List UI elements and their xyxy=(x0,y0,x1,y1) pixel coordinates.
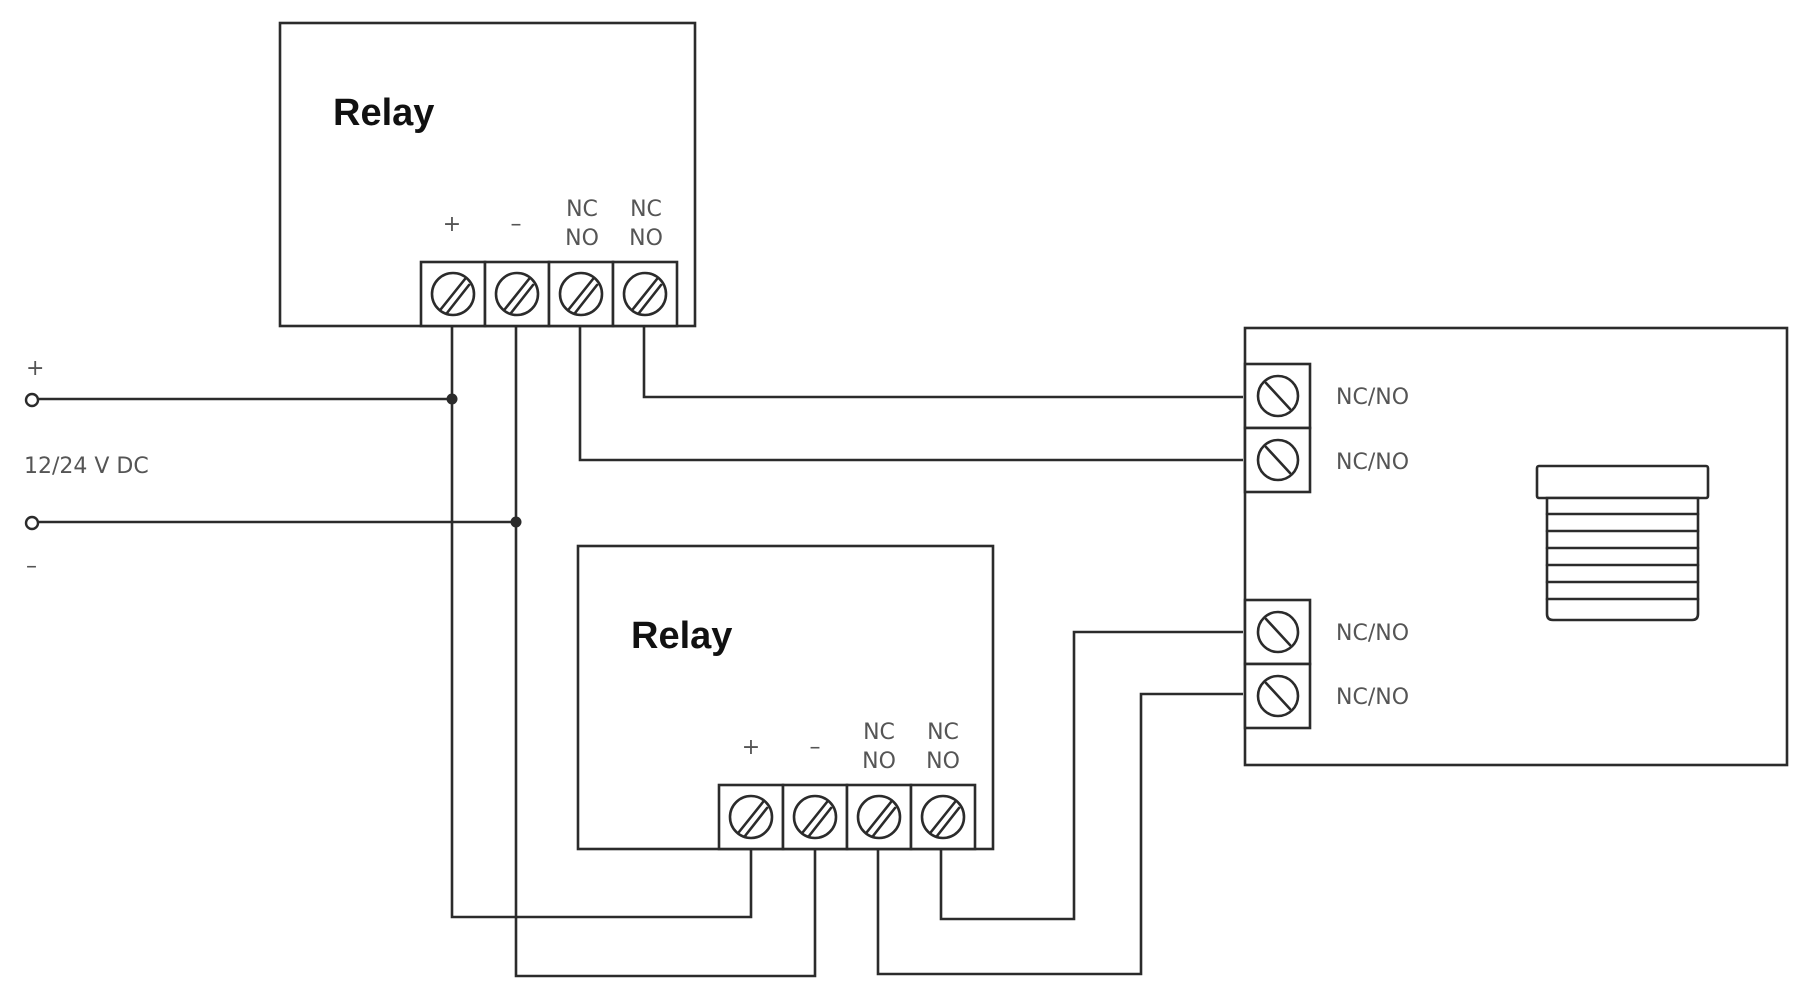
junction-minus xyxy=(510,516,522,528)
relay-1-label-plus: + xyxy=(443,212,461,237)
power-plus-terminal xyxy=(24,392,40,408)
relay-2-label-t3-bottom: NO xyxy=(862,749,896,774)
wire-relay2-t3-to-device-t4 xyxy=(876,692,1243,976)
relay-1: Relay + – NC NO NC NO xyxy=(278,21,697,328)
relay-2-label-minus: – xyxy=(810,735,821,760)
relay-2-title: Relay xyxy=(631,615,732,657)
relay-2: Relay + – NC NO NC NO xyxy=(576,544,995,851)
power-minus-terminal xyxy=(24,515,40,531)
relay-2-label-t4-top: NC xyxy=(927,720,959,745)
junction-plus xyxy=(446,393,458,405)
wire-relay1-t4-to-device-t1 xyxy=(642,325,1243,399)
wires xyxy=(36,325,1243,978)
relay-2-label-t3-top: NC xyxy=(863,720,895,745)
wire-plus-bus xyxy=(450,325,753,919)
relay-1-label-t3-top: NC xyxy=(566,197,598,222)
power-input: + 12/24 V DC – xyxy=(24,356,149,579)
relay-2-label-t4-bottom: NO xyxy=(926,749,960,774)
device-terminal-3-label: NC/NO xyxy=(1336,621,1409,646)
relay-2-label-plus: + xyxy=(742,735,760,760)
wire-minus-bus xyxy=(514,325,817,978)
device-body xyxy=(1243,326,1789,767)
power-plus-label: + xyxy=(26,356,44,381)
relay-1-terminal-block xyxy=(419,260,679,328)
relay-1-title: Relay xyxy=(333,92,434,134)
siren-icon xyxy=(1535,464,1710,622)
power-minus-label: – xyxy=(26,554,37,579)
relay-1-label-t4-top: NC xyxy=(630,197,662,222)
relay-1-label-t3-bottom: NO xyxy=(565,226,599,251)
relay-1-label-minus: – xyxy=(511,212,522,237)
power-voltage-label: 12/24 V DC xyxy=(24,454,149,479)
relay-1-label-t4-bottom: NO xyxy=(629,226,663,251)
device: NC/NO NC/NO NC/NO NC/NO xyxy=(1243,326,1789,767)
device-terminal-2-label: NC/NO xyxy=(1336,450,1409,475)
device-terminal-1-label: NC/NO xyxy=(1336,385,1409,410)
device-terminal-4-label: NC/NO xyxy=(1336,685,1409,710)
wire-relay2-t4-to-device-t3 xyxy=(939,630,1243,921)
wire-relay1-t3-to-device-t2 xyxy=(578,325,1243,462)
relay-2-terminal-block xyxy=(717,783,977,851)
